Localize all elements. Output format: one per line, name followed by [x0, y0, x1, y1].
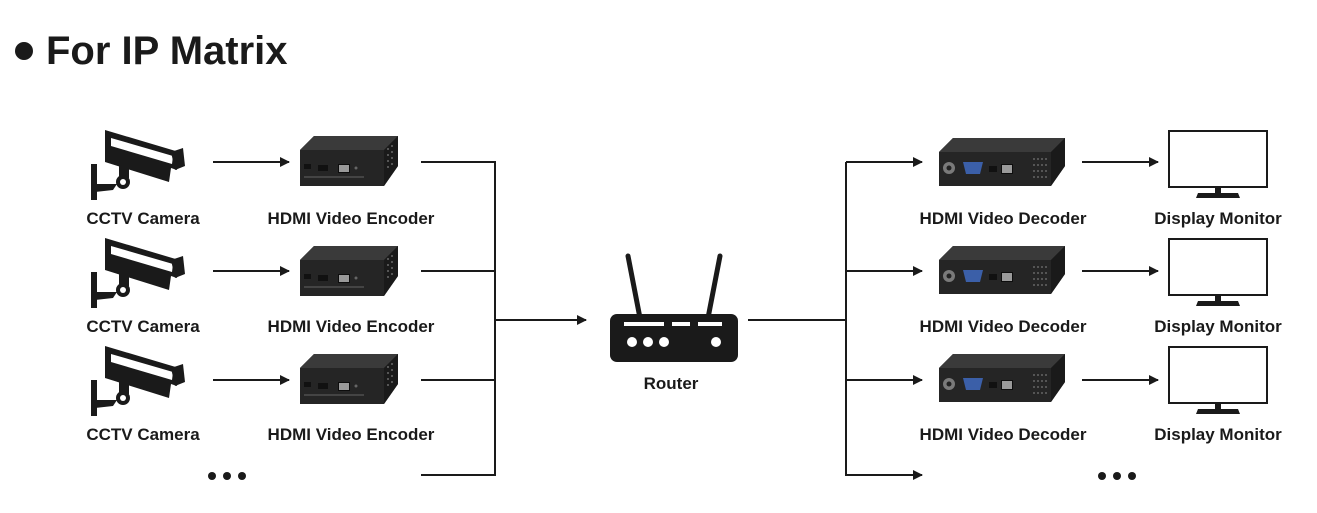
router-label: Router	[644, 374, 699, 393]
cctv-camera-icon	[91, 130, 185, 200]
title-bullet-icon	[15, 42, 33, 60]
source-row: CCTV Camera HDMI Video Encoder	[86, 346, 435, 444]
monitor-label: Display Monitor	[1154, 209, 1282, 228]
display-monitor-icon	[1168, 238, 1268, 307]
monitor-label: Display Monitor	[1154, 317, 1282, 336]
display-monitor-icon	[1168, 130, 1268, 199]
encoder-bus	[421, 161, 587, 476]
encoder-box-icon	[300, 136, 398, 186]
output-row: HDMI Video Decoder Display Monitor	[920, 130, 1282, 228]
encoder-label: HDMI Video Encoder	[268, 209, 435, 228]
camera-label: CCTV Camera	[86, 425, 200, 444]
ellipsis-icon	[1098, 472, 1136, 480]
page-title: For IP Matrix	[46, 29, 288, 73]
encoder-label: HDMI Video Encoder	[268, 317, 435, 336]
cctv-camera-icon	[91, 346, 185, 416]
encoder-box-icon	[300, 354, 398, 404]
decoder-box-icon	[939, 138, 1065, 186]
decoder-box-icon	[939, 354, 1065, 402]
decoder-bus	[748, 157, 923, 480]
cctv-camera-icon	[91, 238, 185, 308]
decoder-label: HDMI Video Decoder	[920, 425, 1087, 444]
decoder-label: HDMI Video Decoder	[920, 317, 1087, 336]
display-monitor-icon	[1168, 346, 1268, 415]
page-title-group: For IP Matrix	[15, 29, 288, 73]
monitor-label: Display Monitor	[1154, 425, 1282, 444]
decoder-box-icon	[939, 246, 1065, 294]
output-row: HDMI Video Decoder Display Monitor	[920, 346, 1282, 444]
source-row: CCTV Camera HDMI Video Encoder	[86, 238, 435, 336]
output-row: HDMI Video Decoder Display Monitor	[920, 238, 1282, 336]
decoder-label: HDMI Video Decoder	[920, 209, 1087, 228]
encoder-label: HDMI Video Encoder	[268, 425, 435, 444]
router-icon	[610, 256, 738, 362]
camera-label: CCTV Camera	[86, 209, 200, 228]
source-row: CCTV Camera HDMI Video Encoder	[86, 130, 435, 228]
encoder-box-icon	[300, 246, 398, 296]
ellipsis-icon	[208, 472, 246, 480]
camera-label: CCTV Camera	[86, 317, 200, 336]
